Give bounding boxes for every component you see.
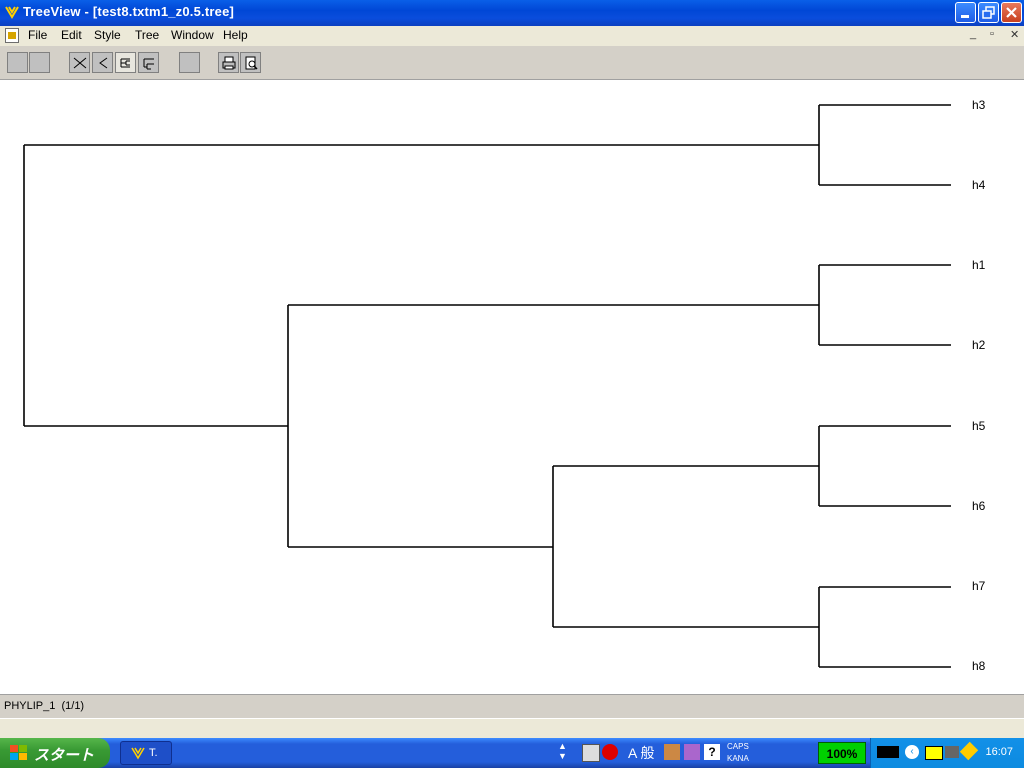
slanted-tree-icon[interactable] xyxy=(69,52,90,73)
menu-edit[interactable]: Edit xyxy=(61,28,82,42)
menu-help[interactable]: Help xyxy=(223,28,248,42)
mdi-close-button[interactable]: ✕ xyxy=(1010,29,1020,41)
tray-expand-icon[interactable]: ‹ xyxy=(905,745,919,759)
taskbar-item-treeview[interactable]: T. xyxy=(120,741,172,765)
print-preview-icon[interactable] xyxy=(240,52,261,73)
treeview-task-icon xyxy=(131,747,145,760)
ime-pad-icon[interactable] xyxy=(684,744,700,760)
langbar-scroll-icon[interactable]: ▲▼ xyxy=(558,741,567,761)
toolbar xyxy=(0,47,1024,80)
toolbar-button-blank-2[interactable] xyxy=(29,52,50,73)
rectangular-tree-icon[interactable] xyxy=(115,52,136,73)
toolbar-button-blank-3[interactable] xyxy=(179,52,200,73)
menu-style[interactable]: Style xyxy=(94,28,121,42)
leaf-label-h6[interactable]: h6 xyxy=(972,499,986,513)
status-bar-secondary xyxy=(0,718,1024,739)
power-plug-icon[interactable] xyxy=(877,746,899,758)
network-icon[interactable] xyxy=(925,746,943,760)
leaf-label-h3[interactable]: h3 xyxy=(972,98,986,112)
menu-tree[interactable]: Tree xyxy=(135,28,160,42)
leaf-label-h5[interactable]: h5 xyxy=(972,419,986,433)
menu-file[interactable]: File xyxy=(28,28,48,42)
print-icon[interactable] xyxy=(218,52,239,73)
taskbar: スタート T. ▲▼ A 般 ? CAPS KANA 100% ‹ 16:07 xyxy=(0,738,1024,768)
leaf-label-h8[interactable]: h8 xyxy=(972,659,986,673)
status-text: PHYLIP_1 (1/1) xyxy=(4,700,85,712)
windows-logo-icon xyxy=(10,745,27,760)
title-bar[interactable]: TreeView - [test8.txtm1_z0.5.tree] xyxy=(0,0,1024,26)
ime-icon[interactable] xyxy=(602,744,618,760)
clock[interactable]: 16:07 xyxy=(985,746,1013,758)
leaf-label-h4[interactable]: h4 xyxy=(972,178,986,192)
menu-bar: File Edit Style Tree Window Help _ ▫ ✕ xyxy=(0,26,1024,47)
kana-indicator: KANA xyxy=(727,754,749,763)
toolbar-button-blank-1[interactable] xyxy=(7,52,28,73)
tree-diagram xyxy=(23,104,951,668)
start-label: スタート xyxy=(34,747,95,764)
caps-indicator: CAPS xyxy=(727,742,749,751)
taskbar-item-label: T. xyxy=(149,747,158,759)
tree-canvas[interactable]: h3 h4 h1 h2 h5 h6 h7 h8 xyxy=(4,80,1021,694)
mdi-restore-button[interactable]: ▫ xyxy=(990,28,994,40)
mdi-minimize-button[interactable]: _ xyxy=(970,28,977,40)
zoom-indicator[interactable]: 100% xyxy=(818,742,866,764)
close-button[interactable] xyxy=(1001,2,1022,23)
restore-button[interactable] xyxy=(978,2,999,23)
security-icon[interactable] xyxy=(959,741,979,761)
system-tray: ‹ 16:07 xyxy=(870,738,1024,768)
leaf-label-h2[interactable]: h2 xyxy=(972,338,986,352)
menu-window[interactable]: Window xyxy=(171,28,214,42)
start-button[interactable]: スタート xyxy=(0,738,110,768)
treeview-app-icon[interactable] xyxy=(4,4,20,20)
phylogram-icon[interactable] xyxy=(138,52,159,73)
volume-icon[interactable] xyxy=(945,746,959,758)
keyboard-icon[interactable] xyxy=(582,744,600,762)
document-icon[interactable] xyxy=(5,28,19,43)
status-bar: PHYLIP_1 (1/1) xyxy=(0,694,1024,719)
radial-tree-icon[interactable] xyxy=(92,52,113,73)
leaf-label-h1[interactable]: h1 xyxy=(972,258,986,272)
help-icon[interactable]: ? xyxy=(704,744,720,760)
ime-tool-icon[interactable] xyxy=(664,744,680,760)
minimize-button[interactable] xyxy=(955,2,976,23)
leaf-label-h7[interactable]: h7 xyxy=(972,579,986,593)
window-title: TreeView - [test8.txtm1_z0.5.tree] xyxy=(23,4,235,19)
input-mode-text[interactable]: A 般 xyxy=(628,745,655,761)
language-bar: ▲▼ A 般 ? CAPS KANA xyxy=(558,740,812,766)
